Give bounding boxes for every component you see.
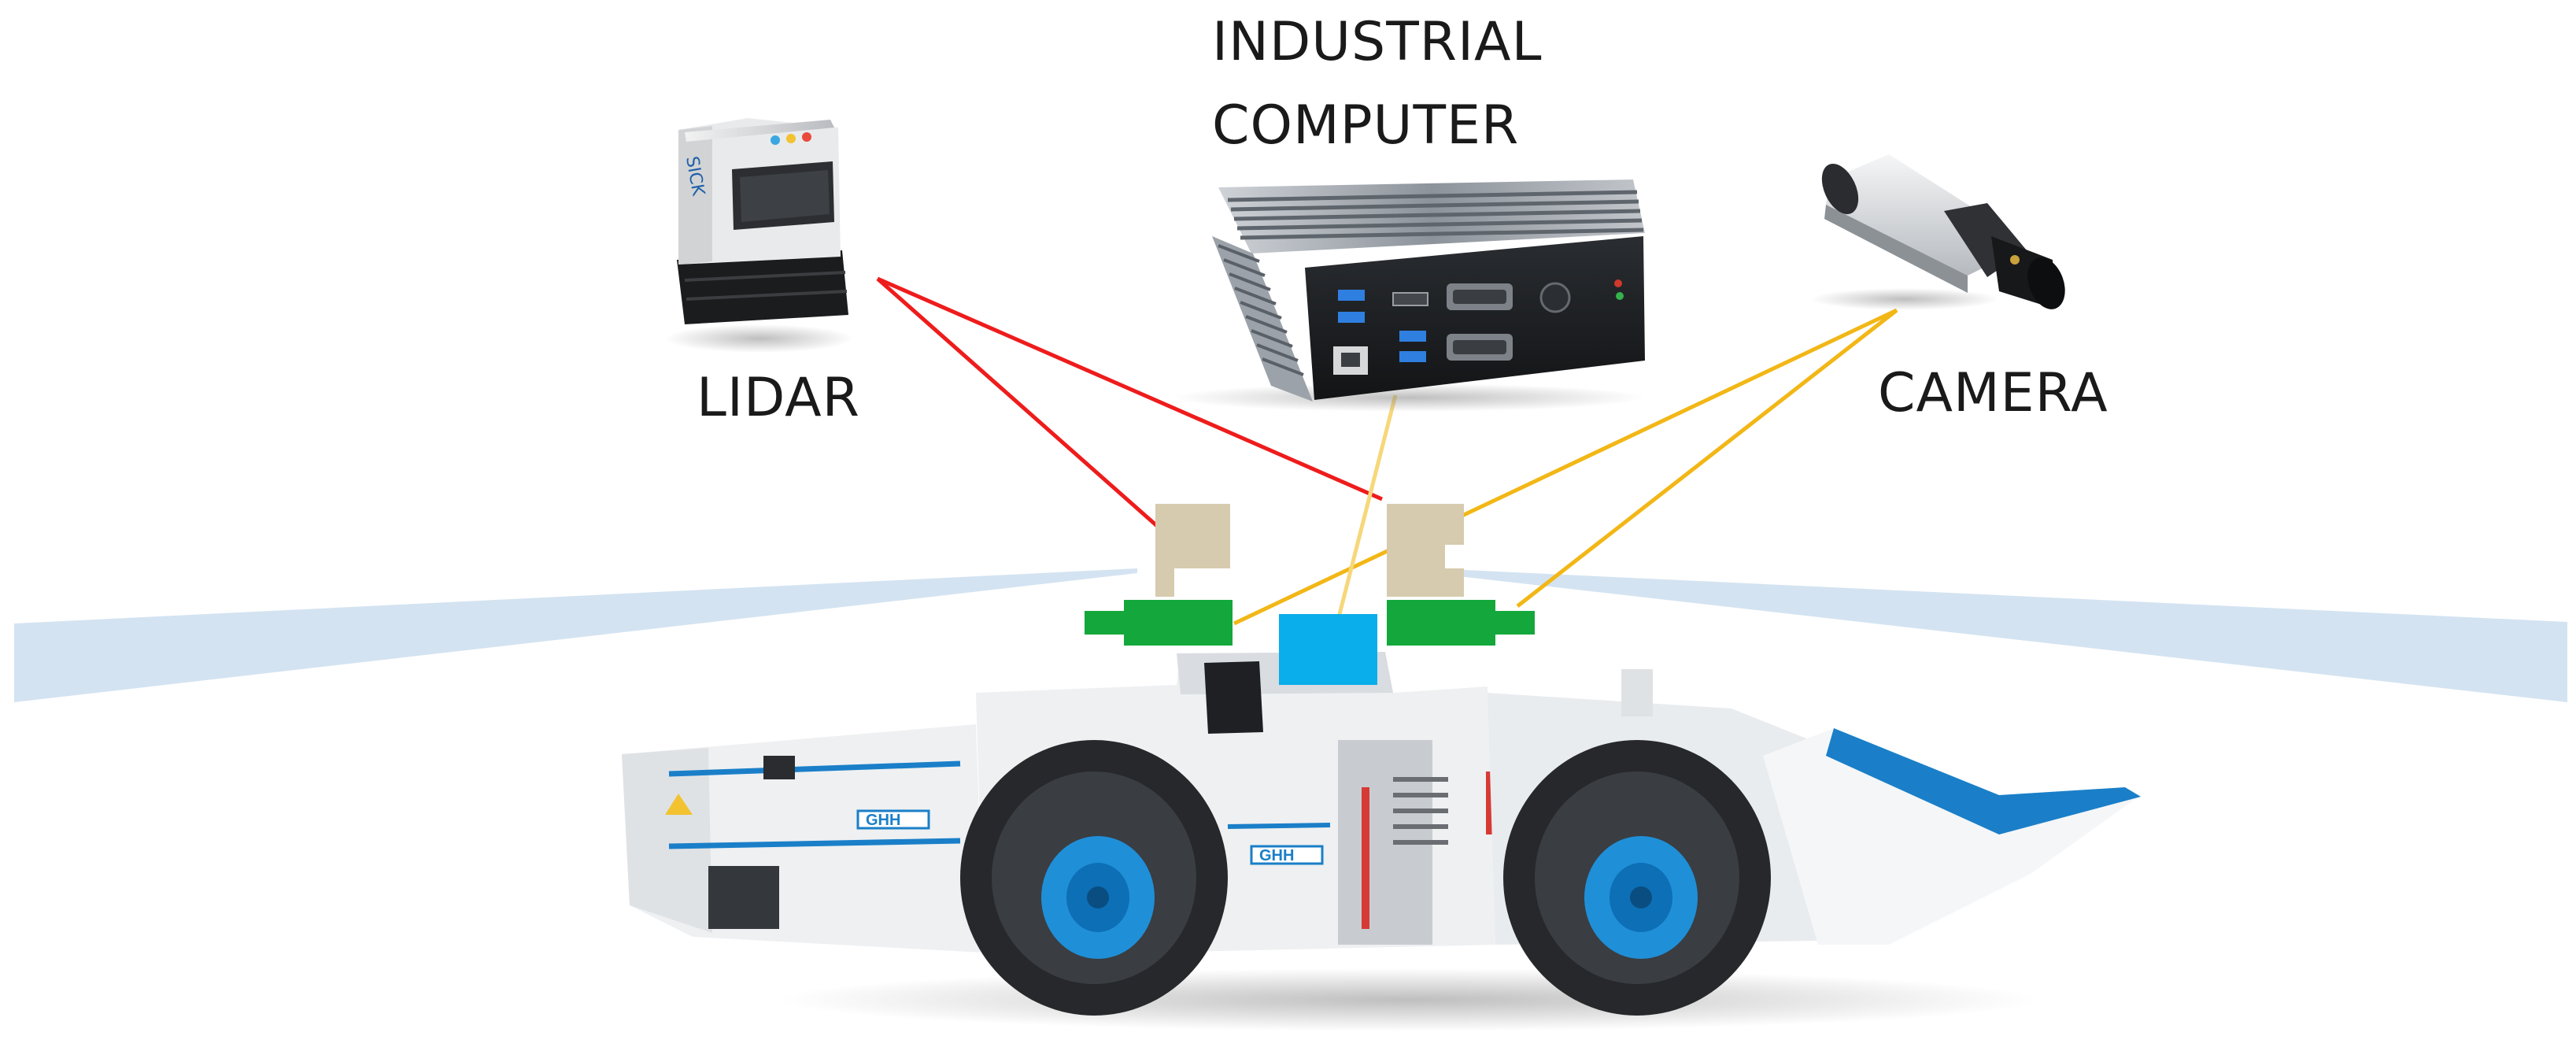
left-scan-beam bbox=[14, 568, 1137, 702]
camera-label: CAMERA bbox=[1878, 362, 2108, 424]
camera-connections bbox=[1233, 308, 1898, 626]
right-scan-beam bbox=[1431, 568, 2567, 702]
industrial-pc-icon bbox=[1173, 179, 1645, 412]
camera-icon bbox=[1810, 154, 2065, 310]
vehicle-brand-front: GHH bbox=[1259, 847, 1294, 864]
lidar-sensor-icon: SICK bbox=[665, 118, 854, 353]
camera-mount-right bbox=[1387, 600, 1535, 646]
lidar-connections bbox=[876, 276, 1384, 527]
industrial-computer-label: INDUSTRIAL COMPUTER bbox=[1212, 16, 1542, 183]
rear-wheel bbox=[960, 740, 1228, 1016]
industrial-computer-label-line1: INDUSTRIAL bbox=[1212, 11, 1543, 73]
camera-mount-left bbox=[1085, 600, 1233, 646]
lidar-label: LIDAR bbox=[697, 367, 860, 429]
vehicle: GHH GHH bbox=[622, 652, 2141, 1031]
vehicle-brand-rear: GHH bbox=[866, 812, 900, 829]
lidar-mount-left bbox=[1155, 504, 1230, 597]
front-wheel bbox=[1503, 740, 1771, 1016]
industrial-computer-label-line2: COMPUTER bbox=[1212, 94, 1520, 157]
computer-connection bbox=[1336, 394, 1398, 621]
lidar-mount-right bbox=[1387, 504, 1464, 597]
computer-box bbox=[1279, 614, 1377, 685]
